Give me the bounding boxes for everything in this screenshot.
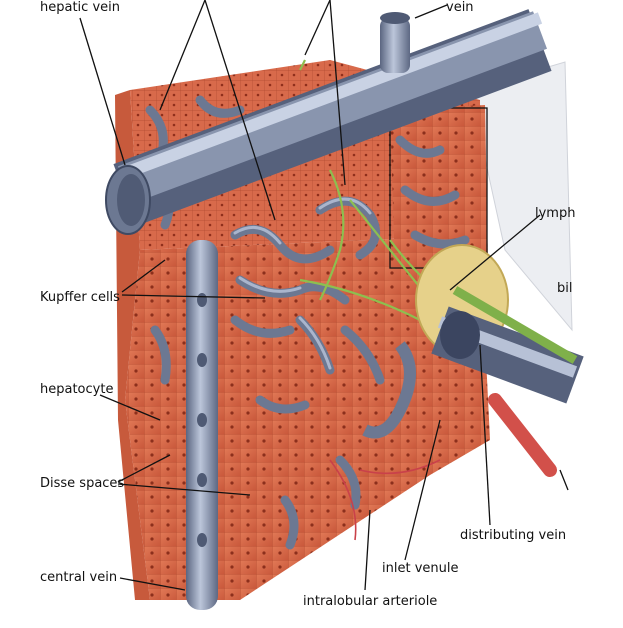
vein-branch-top-opening [380, 12, 410, 24]
distributing-vein-opening [440, 311, 480, 359]
vein-branch-top [380, 18, 410, 73]
label-disse-spaces: Disse spaces [40, 476, 125, 491]
label-inlet-venule: inlet venule [382, 561, 459, 576]
intralobular-arterioles [329, 459, 441, 541]
label-hepatocyte: hepatocyte [40, 382, 114, 397]
inlet-venule-tube [362, 341, 416, 439]
hepatic-artery [488, 393, 557, 477]
bile-duct [452, 286, 578, 364]
sinusoids [145, 95, 470, 550]
hepatic-vein-tube [105, 9, 552, 235]
label-central-vein: central vein [40, 570, 118, 585]
label-lymph: lymph [535, 206, 576, 221]
label-intralobular-arteriole: intralobular arteriole [303, 594, 438, 609]
leader-lines [79, 0, 569, 591]
label-kupffer-cells: Kupffer cells [40, 290, 120, 305]
sinusoid-highlights [233, 197, 372, 370]
label-hepatic-vein: hepatic vein [40, 0, 120, 15]
label-vein-top: vein [446, 0, 474, 15]
label-distributing-vein: distributing vein [460, 528, 567, 543]
label-bil: bil [557, 281, 573, 296]
